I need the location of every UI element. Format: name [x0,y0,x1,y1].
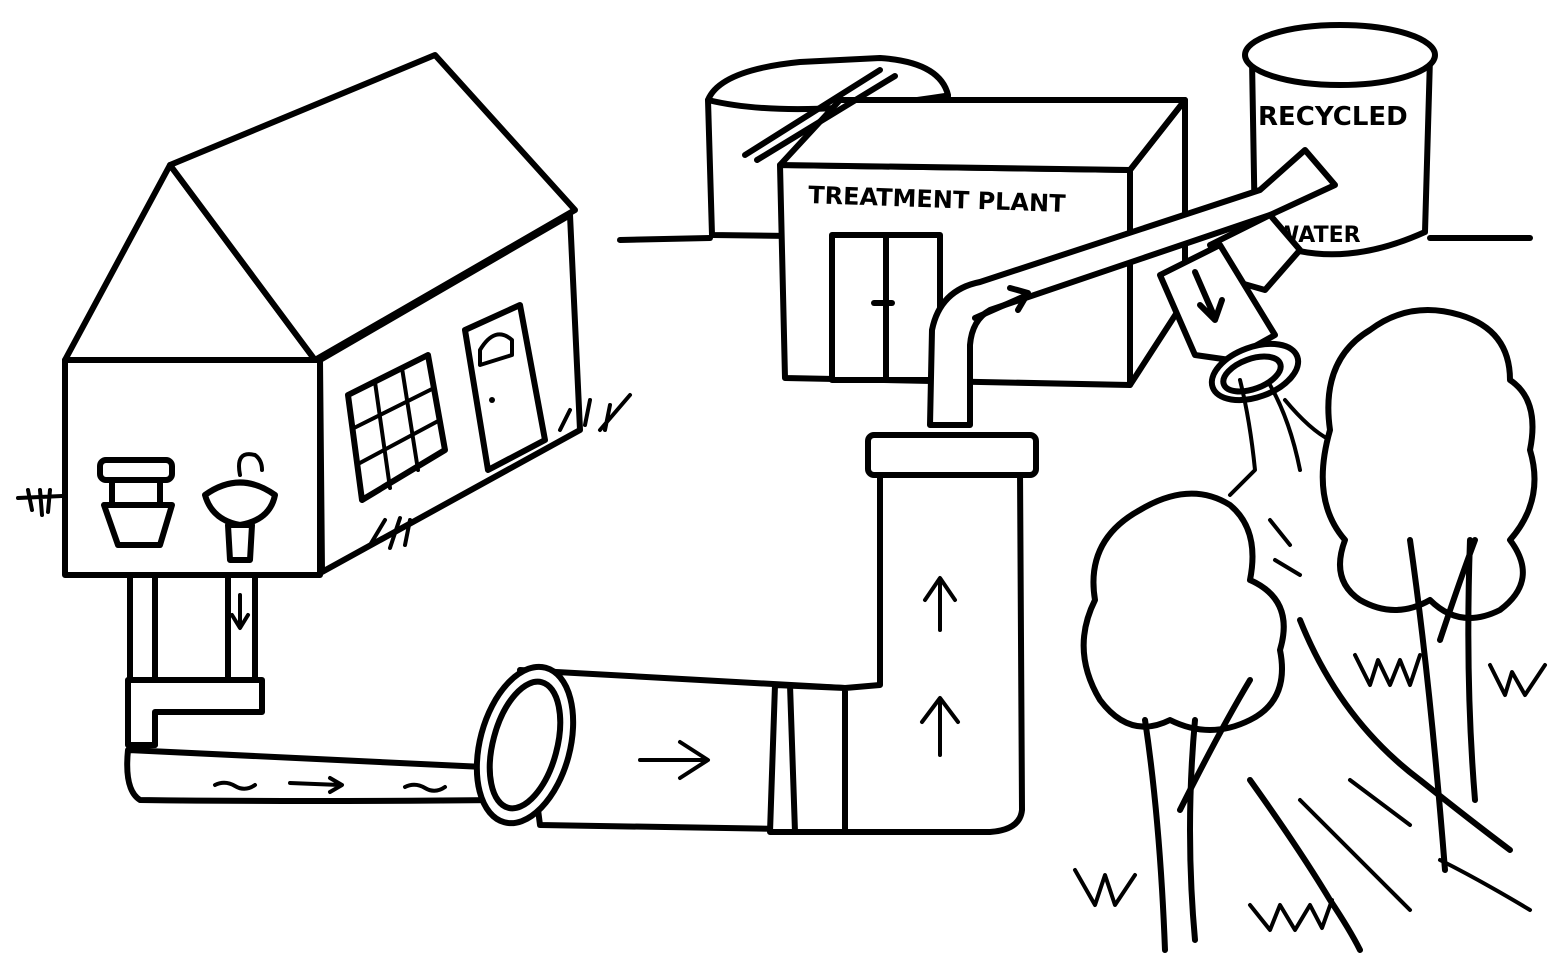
house-window [345,352,448,503]
treatment-plant: TREATMENT PLANT [742,67,1188,388]
grass-tuft [368,516,412,550]
grass-tufts [1073,653,1547,932]
toilet [97,457,175,548]
sewer-pipe [473,432,1039,835]
recycled-pipe [927,147,1338,428]
ground-line [617,235,1533,243]
house-door [462,302,548,473]
trees [1080,307,1538,953]
grass-tuft [16,488,64,517]
tank-label-line1: RECYCLED [1258,102,1408,132]
house-drain-pipes [124,572,508,804]
grass-tuft [558,393,632,432]
sink [202,452,278,563]
